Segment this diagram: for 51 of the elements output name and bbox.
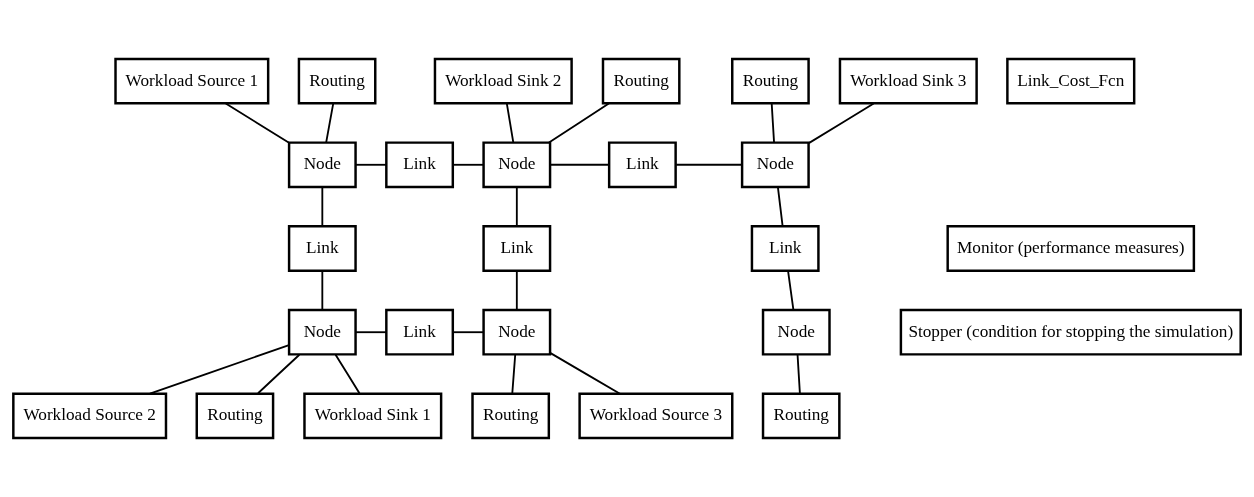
connector (321, 186, 324, 227)
connector (515, 270, 518, 311)
connector (321, 270, 324, 311)
node-box: Routing (195, 392, 275, 440)
node-box: Link (482, 225, 552, 272)
connector (354, 331, 388, 334)
node-box: Node (482, 308, 552, 356)
node-box: Node (761, 308, 831, 356)
connector (452, 163, 485, 166)
node-box: Workload Sink 3 (838, 57, 978, 105)
node-box: Routing (297, 57, 377, 105)
node-box: Routing (601, 57, 681, 105)
node-box: Monitor (performance measures) (946, 225, 1196, 272)
connector (505, 102, 515, 143)
connector (257, 353, 301, 395)
connector (787, 270, 795, 311)
node-box: Node (482, 141, 552, 189)
node-box: Workload Source 3 (578, 392, 734, 440)
connector (548, 102, 610, 144)
node-box: Link (385, 141, 455, 189)
connector (807, 102, 875, 144)
connector (549, 163, 610, 166)
connector (549, 351, 621, 395)
connector (777, 186, 784, 227)
node-box: Link (607, 141, 677, 189)
node-box: Routing (761, 392, 841, 440)
node-box: Routing (731, 57, 810, 105)
node-box: Link (287, 225, 357, 272)
connector (224, 102, 290, 144)
node-box: Routing (471, 392, 551, 440)
node-box: Link (385, 308, 455, 356)
connector (511, 353, 517, 395)
connector (334, 353, 361, 395)
node-box: Workload Sink 2 (433, 57, 573, 105)
node-box: Workload Sink 1 (303, 392, 443, 440)
node-box: Node (740, 141, 810, 189)
node-box: Link_Cost_Fcn (1006, 57, 1136, 105)
node-box: Link (750, 225, 820, 272)
connector (515, 186, 518, 227)
connector (149, 344, 290, 395)
node-box: Workload Source 1 (114, 57, 270, 105)
connector (796, 353, 801, 395)
node-box: Node (287, 308, 357, 356)
connector (452, 331, 485, 334)
connector (325, 102, 335, 143)
node-box: Node (287, 141, 357, 189)
node-box: Workload Source 2 (12, 392, 168, 440)
connector (354, 163, 388, 166)
node-box: Stopper (condition for stopping the simulation) (899, 308, 1242, 356)
connector (675, 163, 743, 166)
connector (770, 102, 775, 143)
